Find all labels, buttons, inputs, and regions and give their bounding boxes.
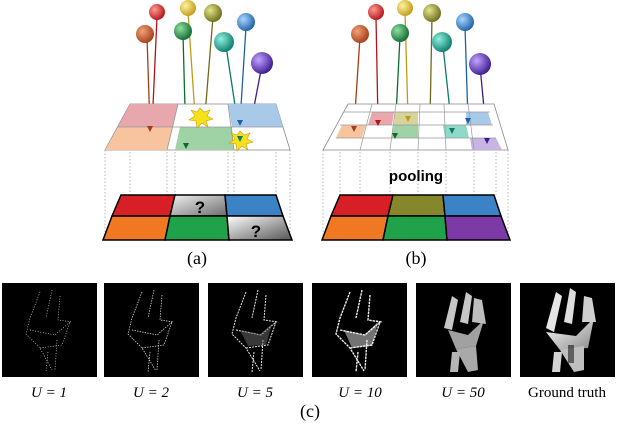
result-image-u2 xyxy=(104,283,199,377)
unknown-mark: ? xyxy=(251,222,261,241)
cell-lightgreen xyxy=(175,127,234,150)
panel-b-label: (b) xyxy=(406,248,427,269)
sphere xyxy=(456,13,474,31)
result-image-u5 xyxy=(208,283,303,377)
sphere xyxy=(204,4,222,22)
arrow-head xyxy=(237,120,243,126)
sphere xyxy=(397,0,413,16)
collision-star xyxy=(188,107,214,129)
sphere xyxy=(214,32,234,52)
pooling-label: pooling xyxy=(389,168,443,185)
cell-orange xyxy=(101,215,171,241)
panel-a: ? ? (a) xyxy=(101,0,294,269)
caption-u10: U = 10 xyxy=(338,385,382,401)
sphere xyxy=(432,32,452,52)
sphere xyxy=(180,0,196,16)
sphere xyxy=(368,4,384,20)
panel-b-top-grid xyxy=(322,103,509,151)
result-image-u50 xyxy=(416,283,511,377)
sphere xyxy=(351,25,369,43)
unknown-mark: ? xyxy=(195,198,205,217)
panel-a-label: (a) xyxy=(187,248,207,269)
cell-pink xyxy=(118,104,178,127)
projection-lines xyxy=(322,150,509,240)
result-image-u10 xyxy=(312,283,407,377)
panel-b-bottom-grid xyxy=(320,194,512,241)
sphere xyxy=(149,4,165,20)
arrow-head xyxy=(147,126,153,132)
result-image-ground-truth xyxy=(520,283,615,377)
sphere xyxy=(136,25,154,43)
sphere xyxy=(391,24,409,42)
panel-a-spheres xyxy=(136,0,273,146)
caption-u2: U = 2 xyxy=(133,385,169,401)
sphere xyxy=(469,53,491,75)
cell-green xyxy=(164,215,230,241)
result-image-u1 xyxy=(2,283,97,377)
panel-a-top-grid xyxy=(104,103,291,152)
cell-blue xyxy=(224,194,285,217)
caption-u1: U = 1 xyxy=(31,385,67,401)
sphere xyxy=(423,4,441,22)
caption-u5: U = 5 xyxy=(237,385,273,401)
arrow-line xyxy=(204,16,214,116)
arrow-head xyxy=(183,143,189,149)
collision-star xyxy=(228,130,254,152)
cell-lightorange xyxy=(105,127,173,150)
panel-c: U = 1 U = 2 U = 5 U = 10 U = 50 Ground t… xyxy=(2,283,615,422)
arrow-head xyxy=(237,136,243,142)
sphere xyxy=(251,52,273,74)
caption-ground-truth: Ground truth xyxy=(528,385,606,401)
sphere xyxy=(174,22,192,40)
cell-red xyxy=(110,194,176,217)
panel-b: pooling (b) xyxy=(320,0,512,269)
sphere xyxy=(237,13,255,31)
caption-u50: U = 50 xyxy=(441,385,485,401)
cell-lightblue xyxy=(228,104,283,127)
panel-a-bottom-grid: ? ? xyxy=(101,194,294,241)
projection-lines xyxy=(104,150,291,240)
cell-unknown xyxy=(226,215,294,241)
panel-c-label: (c) xyxy=(300,401,320,422)
